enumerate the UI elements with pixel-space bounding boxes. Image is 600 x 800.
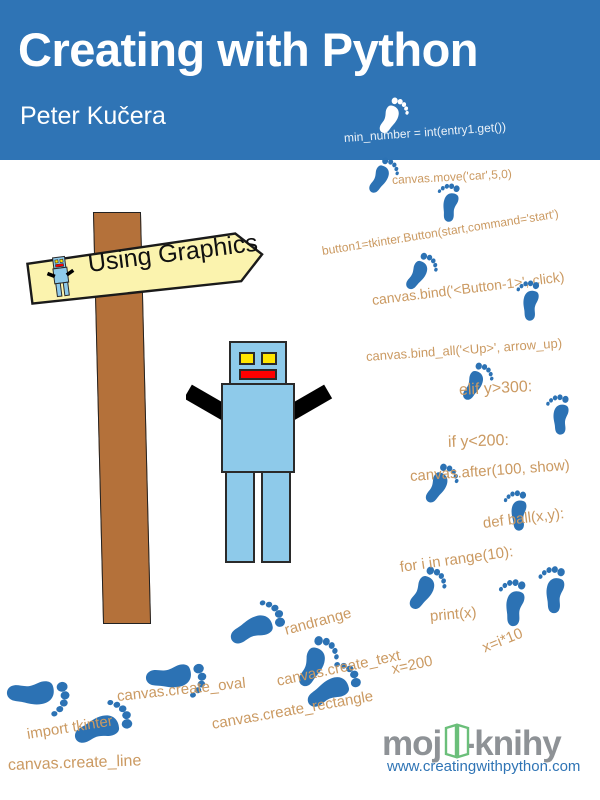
footprint — [530, 560, 577, 618]
footprint — [67, 695, 140, 753]
code-label: canvas.create_rectangle — [210, 687, 375, 733]
page-title: Creating with Python — [18, 23, 479, 76]
mini-robot-icon — [43, 254, 78, 299]
code-label: canvas.create_line — [7, 752, 142, 774]
book-icon — [444, 722, 470, 760]
footprint — [2, 667, 76, 726]
code-label: for i in range(10): — [398, 543, 515, 576]
publisher-logo: mojE-knihy www.creatingwithpython.com — [382, 722, 586, 780]
logo-url: www.creatingwithpython.com — [387, 758, 581, 775]
footprint — [401, 559, 453, 619]
footprint — [221, 594, 293, 654]
footprint — [498, 486, 536, 534]
header-banner — [0, 0, 600, 160]
footprint — [429, 178, 470, 226]
footprint — [456, 357, 498, 408]
footprint — [296, 655, 370, 718]
footprint — [540, 390, 579, 439]
footprint — [509, 275, 549, 324]
code-label: canvas.bind_all('<Up>', arrow_up) — [365, 335, 563, 364]
footprint — [418, 457, 464, 511]
logo-wordmark-prefix: moj — [382, 724, 442, 763]
code-label: if y<200: — [447, 431, 510, 451]
signpost-board — [25, 228, 268, 309]
footprint — [399, 246, 444, 298]
footprint — [489, 573, 537, 631]
footprint — [289, 629, 344, 696]
footprint — [140, 649, 214, 709]
code-label: x=i*10 — [479, 624, 526, 657]
logo-wordmark-suffix: -knihy — [463, 724, 562, 763]
logo-wordmark: mojE-knihy — [382, 724, 562, 764]
author-name: Peter Kučera — [20, 102, 166, 130]
code-label: elif y>300: — [458, 378, 533, 399]
code-label: print(x) — [429, 603, 478, 625]
robot-figure — [186, 340, 338, 565]
footprint — [362, 152, 404, 201]
footprint — [373, 92, 414, 140]
